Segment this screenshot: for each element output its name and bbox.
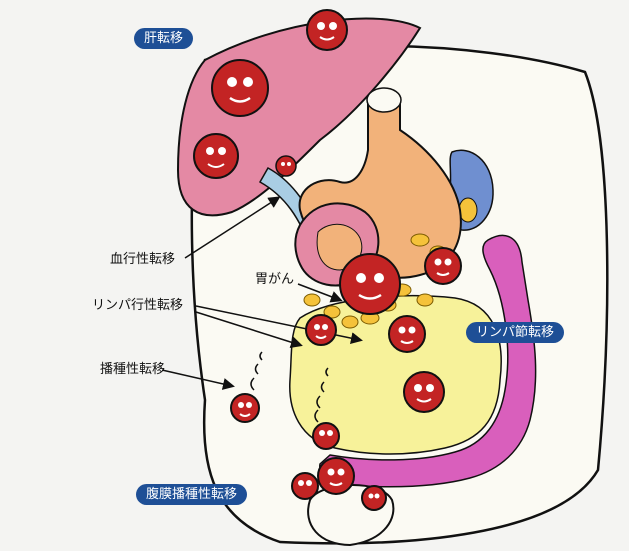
- label-implantation-metastasis: 播種性転移: [100, 362, 165, 378]
- tumor-face-icon: [231, 394, 259, 422]
- tumor-face-icon: [313, 423, 339, 449]
- esophagus-opening: [367, 88, 401, 112]
- tumor-face-icon: [362, 486, 386, 510]
- label-hematogenous-metastasis: 血行性転移: [110, 252, 175, 268]
- label-liver-metastasis: 肝転移: [134, 28, 193, 49]
- label-gastric-cancer: 胃がん: [255, 272, 294, 288]
- tumor-face-icon: [425, 248, 461, 284]
- tumor-face-icon: [404, 372, 444, 412]
- label-lymph-node-metastasis: リンパ節転移: [466, 322, 564, 343]
- tumor-face-icon: [306, 315, 336, 345]
- tumor-face-icon: [340, 254, 400, 314]
- tumor-face-icon: [307, 10, 347, 50]
- tumor-face-icon: [318, 458, 354, 494]
- tumor-face-icon: [389, 316, 425, 352]
- tumor-face-icon: [194, 134, 238, 178]
- tumor-face-icon: [276, 156, 296, 176]
- label-peritoneal-dissemination: 腹膜播種性転移: [136, 484, 247, 505]
- tumor-face-icon: [292, 473, 318, 499]
- tumor-face-icon: [212, 60, 268, 116]
- label-lymphogenous-metastasis: リンパ行性転移: [92, 298, 183, 314]
